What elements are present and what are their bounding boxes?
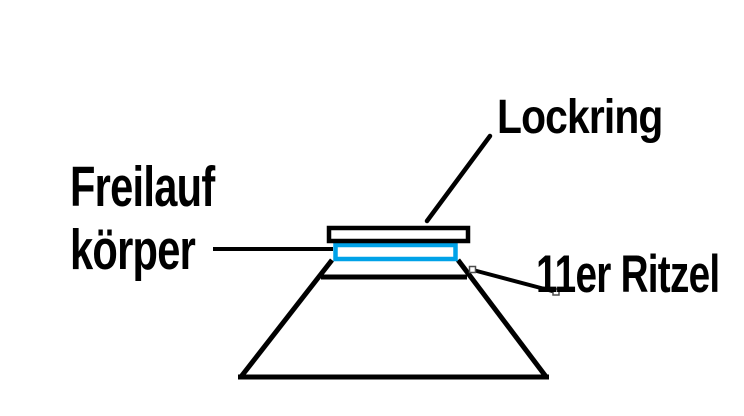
cassette-body-right-edge <box>456 258 549 380</box>
freilauf-koerper-label: Freilauf körper <box>70 155 215 282</box>
freilauf-label-line1: Freilauf <box>70 155 215 219</box>
freilauf-label-line2: körper <box>70 218 196 282</box>
ritzel-leader-line <box>472 268 557 294</box>
cassette-body-left-edge <box>238 258 334 380</box>
lockring-rect <box>326 225 471 244</box>
lockring-leader-line <box>424 133 493 224</box>
ritzel-leader-end-handle <box>552 288 560 296</box>
ritzel-label: 11er Ritzel <box>536 245 720 304</box>
lockring-label: Lockring <box>497 91 663 144</box>
ritzel-leader-start-handle <box>468 265 477 274</box>
sprocket-band-rect <box>333 242 458 262</box>
